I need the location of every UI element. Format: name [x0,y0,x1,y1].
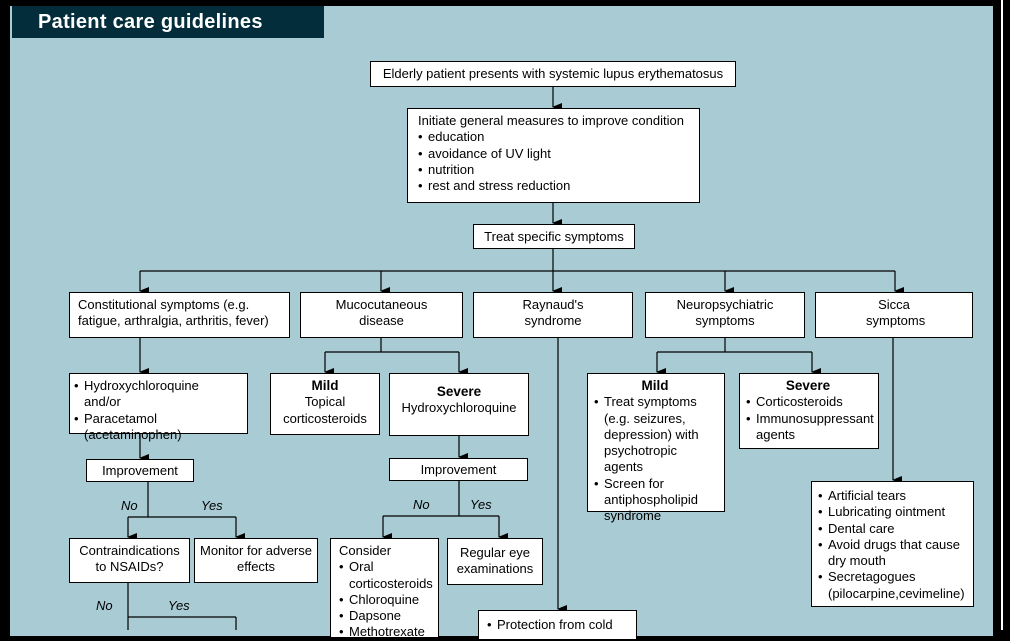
general-measures-box: Initiate general measures to improve con… [407,108,700,203]
consider-item: Dapsone [339,608,430,625]
neuro-item: Corticosteroids [746,394,870,411]
general-item: nutrition [418,162,691,179]
monitor-box: Monitor for adverse effects [194,538,318,583]
neuro-item: Immunosuppressant agents [746,411,874,444]
frame-stripe [1001,0,1003,630]
start-box: Elderly patient presents with systemic l… [370,61,736,87]
general-heading: Initiate general measures to improve con… [418,113,684,128]
improvement-box: Improvement [389,458,528,481]
sicca-item: Artificial tears [818,488,967,505]
mild-title: Mild [641,378,669,393]
sicca-item: Dental care [818,521,967,538]
no-label: No [121,498,138,513]
mild-title: Mild [311,378,339,393]
category-neuropsychiatric: Neuropsychiatric symptoms [645,292,805,338]
constitutional-treatment-box: Hydroxychloroquine and/orParacetamol (ac… [69,373,248,442]
consider-item: Chloroquine [339,592,430,609]
sicca-treatment-box: Artificial tearsLubricating ointmentDent… [811,481,974,607]
no-label: No [413,497,430,512]
sicca-item: Secretagogues (pilocarpine,cevimeline) [818,569,967,602]
raynaud-treatment-box: Protection from cold [478,610,637,640]
severe-title: Severe [785,378,831,393]
consider-item: Oral corticosteroids [339,559,433,592]
severe-title: Severe [436,384,482,399]
treatment-item: Paracetamol (acetaminophen) [74,411,239,444]
category-raynaud: Raynaud's syndrome [473,292,633,338]
yes-label: Yes [168,598,190,613]
treat-box: Treat specific symptoms [473,224,635,249]
no-label: No [96,598,113,613]
category-constitutional: Constitutional symptoms (e.g. fatigue, a… [69,292,290,338]
treatment-item: Hydroxychloroquine and/or [74,378,239,411]
category-mucocutaneous: Mucocutaneous disease [300,292,463,338]
neuro-item: Treat symptoms (e.g. seizures, depressio… [594,394,716,475]
neuro-severe-box: SevereCorticosteroidsImmunosuppressant a… [739,373,879,449]
yes-label: Yes [470,497,492,512]
category-sicca: Sicca symptoms [815,292,973,338]
neuro-item: Screen for antiphospholipid syndrome [594,476,716,525]
raynaud-item: Protection from cold [487,617,628,634]
eye-exam-box: Regular eye examinations [447,538,543,585]
consider-item: Methotrexate [339,624,430,641]
consider-heading: Consider [339,543,392,558]
sicca-item: Avoid drugs that cause dry mouth [818,537,967,570]
contraindications-box: Contraindications to NSAIDs? [69,538,190,583]
mild-text: Topical corticosteroids [283,394,367,426]
page-title: Patient care guidelines [12,6,324,38]
neuro-mild-box: MildTreat symptoms (e.g. seizures, depre… [587,373,725,523]
improvement-box: Improvement [86,459,194,482]
yes-label: Yes [201,498,223,513]
severe-text: Hydroxychloroquine [401,400,517,416]
general-item: avoidance of UV light [418,146,691,163]
general-item: education [418,129,691,146]
sicca-item: Lubricating ointment [818,504,967,521]
general-item: rest and stress reduction [418,178,691,195]
consider-box: ConsiderOral corticosteroidsChloroquineD… [330,538,439,641]
